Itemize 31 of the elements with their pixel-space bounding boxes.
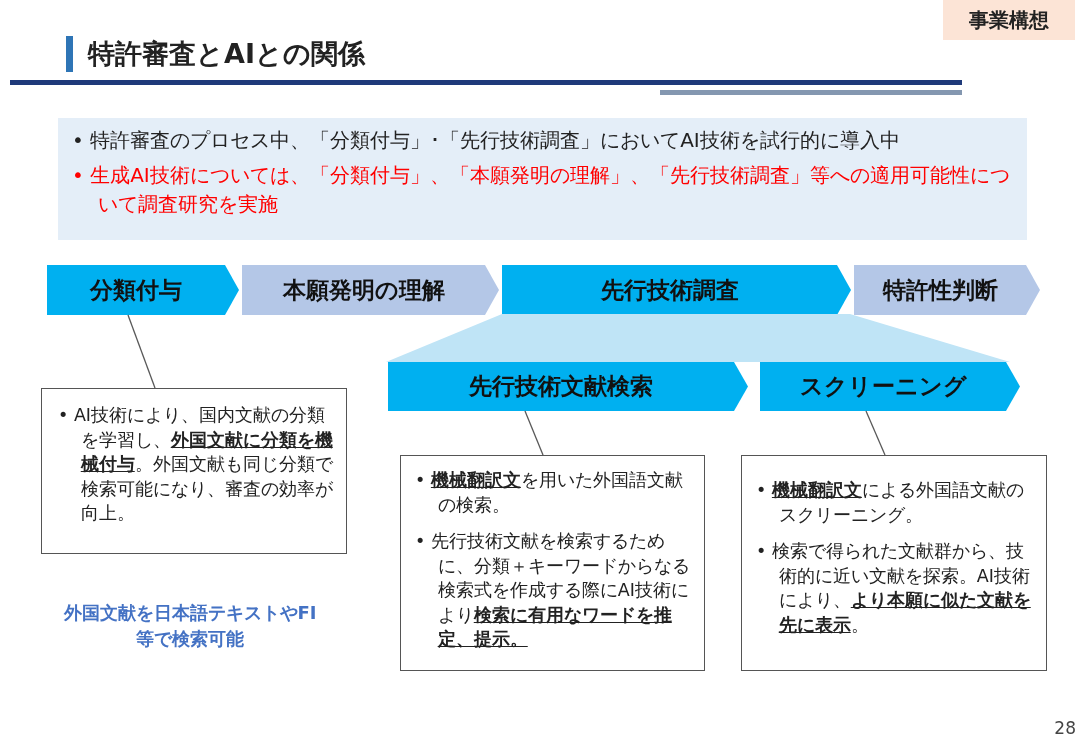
summary-panel bbox=[58, 118, 1027, 240]
step-label: 先行技術調査 bbox=[599, 275, 740, 305]
note-text: 外国文献を日本語テキストやFI等で検索可能 bbox=[62, 601, 318, 652]
text-box bbox=[41, 388, 347, 554]
slide-title: 特許審査とAIとの関係 bbox=[88, 37, 365, 71]
chevron-step bbox=[502, 265, 851, 315]
chevron-step bbox=[854, 265, 1040, 315]
step-label: 先行技術文献検索 bbox=[468, 372, 654, 401]
connector-line bbox=[127, 314, 156, 389]
bullet-text: • 機械翻訳文による外国語文献のスクリーニング。 bbox=[756, 479, 1025, 527]
chevron-step bbox=[388, 362, 748, 411]
step-label: スクリーニング bbox=[798, 372, 968, 401]
bullet-text: • 先行技術文献を検索するために、分類＋キーワードからなる検索式を作成する際にAI技術により検索に有用なワードを推定、提示。 bbox=[415, 530, 691, 651]
bullet-text: • 生成AI技術については、「分類付与」、「本願発明の理解」、「先行技術調査」等への適用可能性について調査研究を実施 bbox=[72, 162, 1011, 218]
bullet-text: • AI技術により、国内文献の分類を学習し、外国文献に分類を機械付与。外国文献も同じ分類で検索可能になり、審査の効率が向上。 bbox=[58, 404, 334, 525]
chevron-step bbox=[47, 265, 239, 315]
bullet-text: • 機械翻訳文を用いた外国語文献の検索。 bbox=[415, 469, 684, 517]
expansion-fan bbox=[386, 314, 1010, 362]
chevron-step bbox=[242, 265, 499, 315]
page-number: 28 bbox=[1053, 718, 1076, 740]
bullet-text: • 検索で得られた文献群から、技術的に近い文献を探索。AI技術により、より本願に似た文献を先に表示。 bbox=[756, 540, 1032, 637]
step-label: 特許性判断 bbox=[881, 275, 999, 305]
connector-line bbox=[865, 410, 886, 456]
text-box bbox=[741, 455, 1047, 671]
step-label: 本願発明の理解 bbox=[281, 275, 446, 305]
text-box bbox=[400, 455, 705, 671]
chevron-step bbox=[760, 362, 1020, 411]
section-badge: 事業構想 bbox=[943, 0, 1075, 40]
step-label: 分類付与 bbox=[88, 275, 183, 305]
connector-line bbox=[524, 410, 544, 456]
bullet-text: • 特許審査のプロセス中、「分類付与」･「先行技術調査」においてAI技術を試行的に導入中 bbox=[72, 127, 901, 154]
